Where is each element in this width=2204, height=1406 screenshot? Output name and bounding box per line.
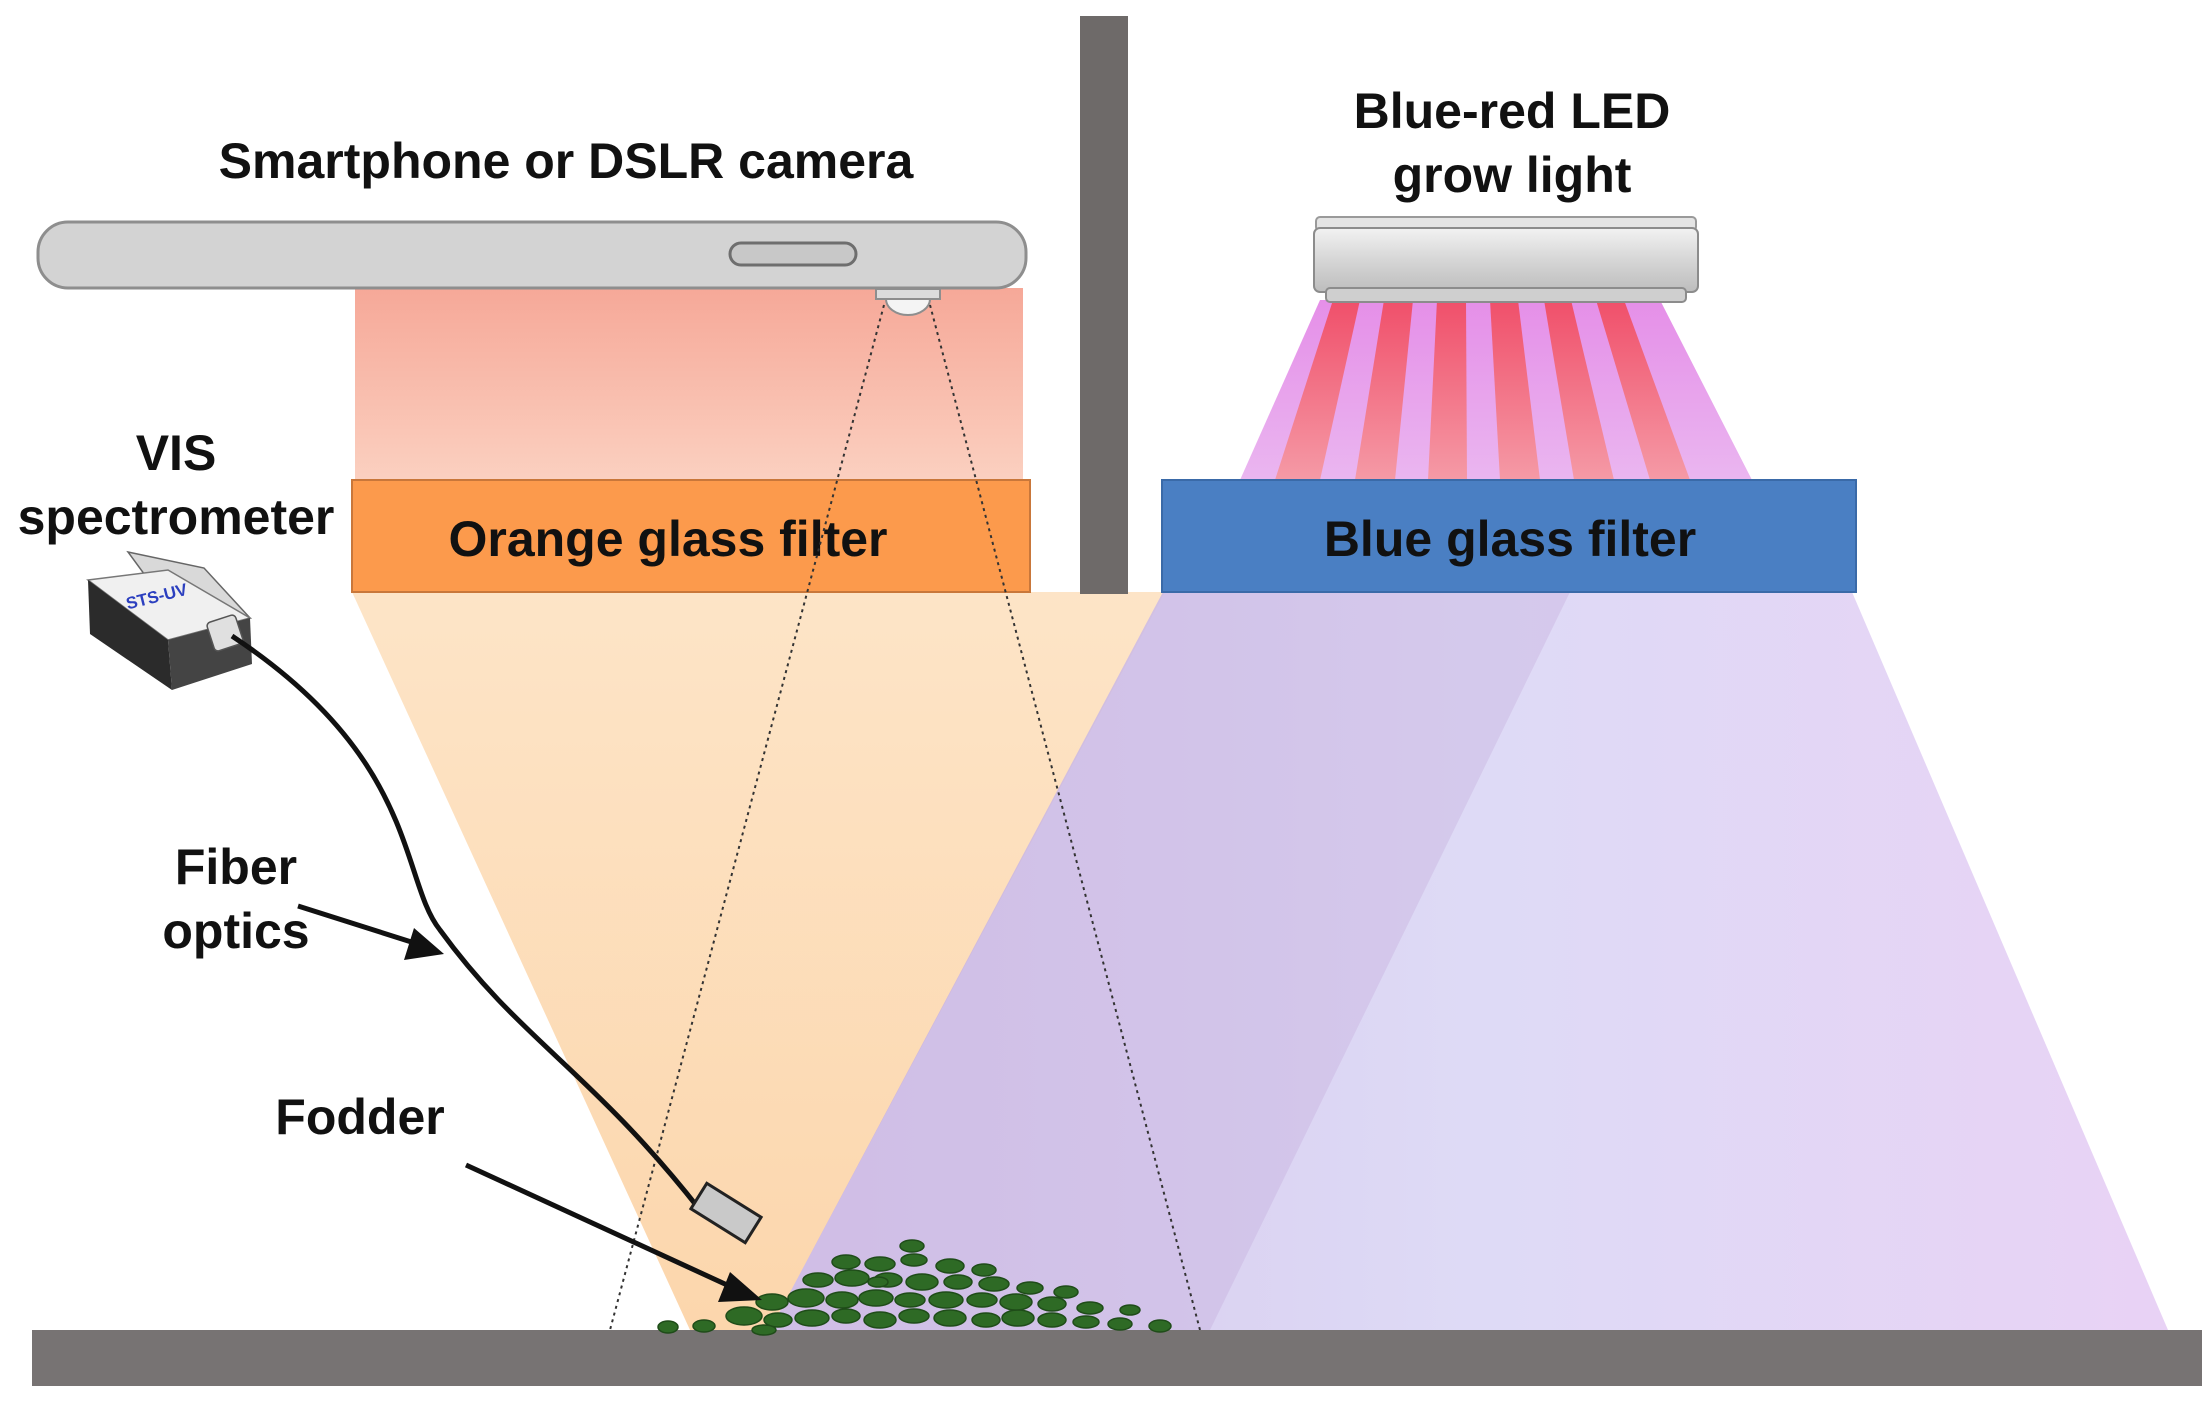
orange-light-beam bbox=[352, 592, 1165, 1330]
fodder-pellet bbox=[692, 1319, 716, 1333]
fodder-pellet bbox=[900, 1253, 928, 1267]
fodder-pellet bbox=[1037, 1312, 1067, 1328]
fodder-pellet bbox=[831, 1308, 861, 1324]
led-label-line2: grow light bbox=[1393, 147, 1632, 203]
fiber-optic-cable bbox=[230, 633, 702, 1212]
fodder-pellet bbox=[1148, 1319, 1172, 1333]
blue-filter-label: Blue glass filter bbox=[1324, 511, 1696, 567]
fodder-pellet bbox=[1001, 1309, 1035, 1327]
fodder-pellet bbox=[894, 1292, 926, 1308]
fodder-pellet bbox=[725, 1306, 763, 1326]
fodder-pellet bbox=[1107, 1317, 1133, 1331]
fodder-pellet bbox=[858, 1289, 894, 1307]
camera-label: Smartphone or DSLR camera bbox=[219, 133, 915, 189]
fiber-label-line1: Fiber bbox=[175, 839, 297, 895]
orange-filter-label: Orange glass filter bbox=[448, 511, 887, 567]
fodder-pellet bbox=[971, 1312, 1001, 1328]
fodder-pellet bbox=[928, 1291, 964, 1309]
orange-glass-filter bbox=[351, 479, 1031, 593]
blue-glass-filter bbox=[1161, 479, 1857, 593]
fiber-arrow bbox=[297, 903, 444, 960]
fiber-label-line2: optics bbox=[162, 903, 309, 959]
camera-light-glow bbox=[355, 288, 1023, 480]
fodder-pellet bbox=[1072, 1315, 1100, 1329]
blue-light-beam bbox=[770, 592, 2168, 1330]
fodder-pellet bbox=[867, 1276, 889, 1288]
fodder-pellet bbox=[899, 1239, 925, 1253]
fodder-pellet bbox=[864, 1256, 896, 1272]
led-label-line1: Blue-red LED bbox=[1354, 83, 1671, 139]
fodder-pellet bbox=[1076, 1301, 1104, 1315]
spectrometer-label-line2: spectrometer bbox=[18, 489, 335, 545]
fodder-pellet bbox=[834, 1269, 870, 1287]
fodder-pellet bbox=[933, 1309, 967, 1327]
fodder-pellet bbox=[1037, 1296, 1067, 1312]
spectrometer-label-line1: VIS bbox=[136, 425, 217, 481]
fodder-pellet bbox=[898, 1308, 930, 1324]
fodder-pellet bbox=[999, 1293, 1033, 1311]
fodder-pellet bbox=[971, 1263, 997, 1277]
fodder-pellet bbox=[943, 1274, 973, 1290]
smartphone-camera bbox=[36, 220, 1028, 316]
ground-base bbox=[32, 1330, 2202, 1386]
vis-spectrometer-device: STS-UV bbox=[86, 550, 252, 690]
fodder-label: Fodder bbox=[275, 1089, 444, 1145]
fodder-pellet bbox=[763, 1312, 793, 1328]
fodder-pile bbox=[657, 1239, 1172, 1336]
fodder-pellet bbox=[905, 1273, 939, 1291]
fodder-pellet bbox=[755, 1293, 789, 1311]
fodder-arrow bbox=[464, 1162, 762, 1302]
fodder-pellet bbox=[935, 1258, 965, 1274]
camera-speaker-slot bbox=[728, 241, 858, 267]
fodder-pellet bbox=[978, 1276, 1010, 1292]
fodder-pellet bbox=[802, 1272, 834, 1288]
led-red-stripes bbox=[1275, 300, 1690, 480]
camera-lens-icon bbox=[884, 298, 932, 316]
fodder-pellet bbox=[1016, 1281, 1044, 1295]
fodder-pellet bbox=[863, 1311, 897, 1329]
fodder-pellet bbox=[751, 1324, 777, 1336]
fiber-optic-probe bbox=[688, 1181, 764, 1245]
vertical-stand bbox=[1080, 16, 1128, 594]
fodder-pellet bbox=[1053, 1285, 1079, 1299]
fodder-pellet bbox=[657, 1320, 679, 1334]
fodder-pellet bbox=[1119, 1304, 1141, 1316]
fodder-pellet bbox=[966, 1292, 998, 1308]
fodder-pellet bbox=[825, 1291, 859, 1309]
fodder-pellet bbox=[831, 1254, 861, 1270]
fodder-pellet bbox=[787, 1288, 825, 1308]
led-grow-light-fixture bbox=[1313, 216, 1699, 303]
fodder-pellet bbox=[794, 1309, 830, 1327]
blue-beam-inner-shade bbox=[770, 592, 1570, 1330]
